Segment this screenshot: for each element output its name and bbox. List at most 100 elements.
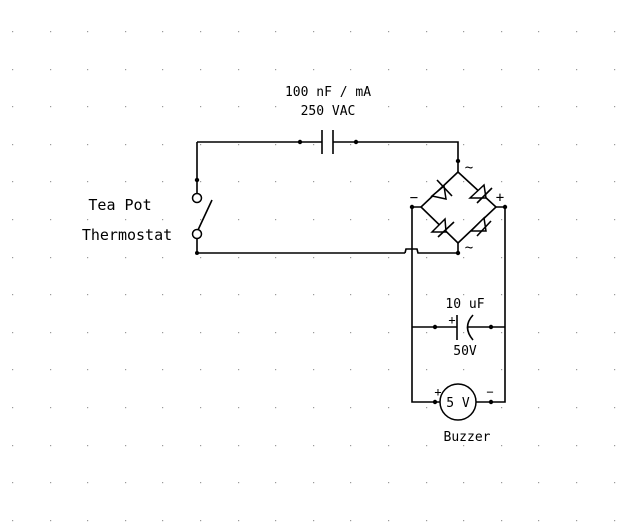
grid-dot bbox=[125, 31, 127, 33]
grid-dot bbox=[275, 69, 277, 71]
buzzer-positive-symbol: + bbox=[434, 385, 441, 399]
grid-dot bbox=[538, 257, 540, 259]
grid-dot bbox=[576, 482, 578, 484]
grid-dot bbox=[501, 482, 503, 484]
grid-dot bbox=[463, 520, 465, 522]
ac-top-symbol: ~ bbox=[465, 160, 473, 176]
grid-dot bbox=[200, 407, 202, 409]
grid-dot bbox=[238, 106, 240, 108]
grid-dot bbox=[12, 520, 14, 522]
grid-dot bbox=[125, 257, 127, 259]
grid-dot bbox=[12, 31, 14, 33]
grid-dot bbox=[50, 520, 52, 522]
grid-dot bbox=[12, 144, 14, 146]
grid-dot bbox=[388, 106, 390, 108]
grid-dot bbox=[275, 332, 277, 334]
wire-switch-bottom bbox=[196, 239, 405, 254]
grid-dot bbox=[501, 219, 503, 221]
grid-dot bbox=[275, 369, 277, 371]
grid-dot bbox=[162, 219, 164, 221]
grid-dot bbox=[162, 257, 164, 259]
grid-dot bbox=[538, 482, 540, 484]
grid-dot bbox=[388, 69, 390, 71]
grid-dot bbox=[313, 369, 315, 371]
grid-dot bbox=[50, 407, 52, 409]
grid-dot bbox=[238, 407, 240, 409]
grid-dot bbox=[313, 332, 315, 334]
grid-dot bbox=[614, 69, 616, 71]
grid-dot bbox=[162, 520, 164, 522]
grid-dot bbox=[50, 69, 52, 71]
grid-dot bbox=[388, 294, 390, 296]
grid-dot bbox=[162, 69, 164, 71]
grid-dot bbox=[162, 407, 164, 409]
grid-dot bbox=[614, 482, 616, 484]
grid-dot bbox=[426, 31, 428, 33]
grid-dot bbox=[463, 181, 465, 183]
grid-dot bbox=[350, 407, 352, 409]
grid-dot bbox=[501, 332, 503, 334]
buzzer-label: Buzzer bbox=[444, 430, 491, 445]
series-capacitor: 100 nF / mA 250 VAC bbox=[285, 85, 371, 154]
grid-dot bbox=[463, 31, 465, 33]
grid-dot bbox=[426, 520, 428, 522]
grid-dot bbox=[576, 69, 578, 71]
grid-dot bbox=[87, 445, 89, 447]
grid-dot bbox=[313, 520, 315, 522]
grid-dot bbox=[162, 369, 164, 371]
grid-dot bbox=[614, 219, 616, 221]
grid-dot bbox=[463, 219, 465, 221]
grid-dot bbox=[463, 332, 465, 334]
grid-dot bbox=[162, 181, 164, 183]
grid-dot bbox=[238, 332, 240, 334]
grid-dot bbox=[238, 445, 240, 447]
grid-dot bbox=[576, 294, 578, 296]
capacitor-polarity: + bbox=[448, 313, 455, 327]
diode-top-left bbox=[430, 179, 453, 200]
grid-dot bbox=[350, 332, 352, 334]
grid-dot bbox=[538, 219, 540, 221]
grid-dot bbox=[200, 144, 202, 146]
grid-dot bbox=[200, 369, 202, 371]
grid-dot bbox=[12, 332, 14, 334]
grid-dot bbox=[388, 369, 390, 371]
grid-dot bbox=[238, 31, 240, 33]
grid-dot bbox=[275, 445, 277, 447]
filter-capacitor: + 10 uF 50V bbox=[432, 297, 494, 359]
junction-dot bbox=[502, 204, 508, 210]
grid-dot bbox=[238, 181, 240, 183]
grid-dot bbox=[501, 520, 503, 522]
grid-dot bbox=[388, 332, 390, 334]
grid-dot bbox=[12, 181, 14, 183]
grid-dot bbox=[275, 219, 277, 221]
grid-dot bbox=[426, 69, 428, 71]
buzzer-negative-symbol: − bbox=[486, 385, 493, 399]
grid-dot bbox=[275, 482, 277, 484]
grid-dot bbox=[200, 482, 202, 484]
grid-dot bbox=[576, 181, 578, 183]
grid-dot bbox=[125, 181, 127, 183]
grid-dot bbox=[275, 407, 277, 409]
grid-dot bbox=[576, 144, 578, 146]
grid-dot bbox=[200, 69, 202, 71]
grid-dot bbox=[538, 520, 540, 522]
grid-dot bbox=[614, 445, 616, 447]
grid-dot bbox=[350, 219, 352, 221]
grid-dot bbox=[125, 445, 127, 447]
grid-dot bbox=[426, 144, 428, 146]
grid-dot bbox=[87, 369, 89, 371]
grid-dot bbox=[238, 219, 240, 221]
grid-dot bbox=[87, 332, 89, 334]
grid-dot bbox=[501, 31, 503, 33]
grid-dot bbox=[501, 106, 503, 108]
junction-dot bbox=[409, 204, 415, 210]
junction-dot bbox=[194, 177, 200, 183]
grid-dot bbox=[388, 31, 390, 33]
grid-dot bbox=[350, 257, 352, 259]
grid-dot bbox=[200, 332, 202, 334]
grid-dot bbox=[576, 257, 578, 259]
grid-dot bbox=[313, 31, 315, 33]
diode-bottom-right bbox=[469, 216, 492, 237]
grid-dot bbox=[614, 181, 616, 183]
